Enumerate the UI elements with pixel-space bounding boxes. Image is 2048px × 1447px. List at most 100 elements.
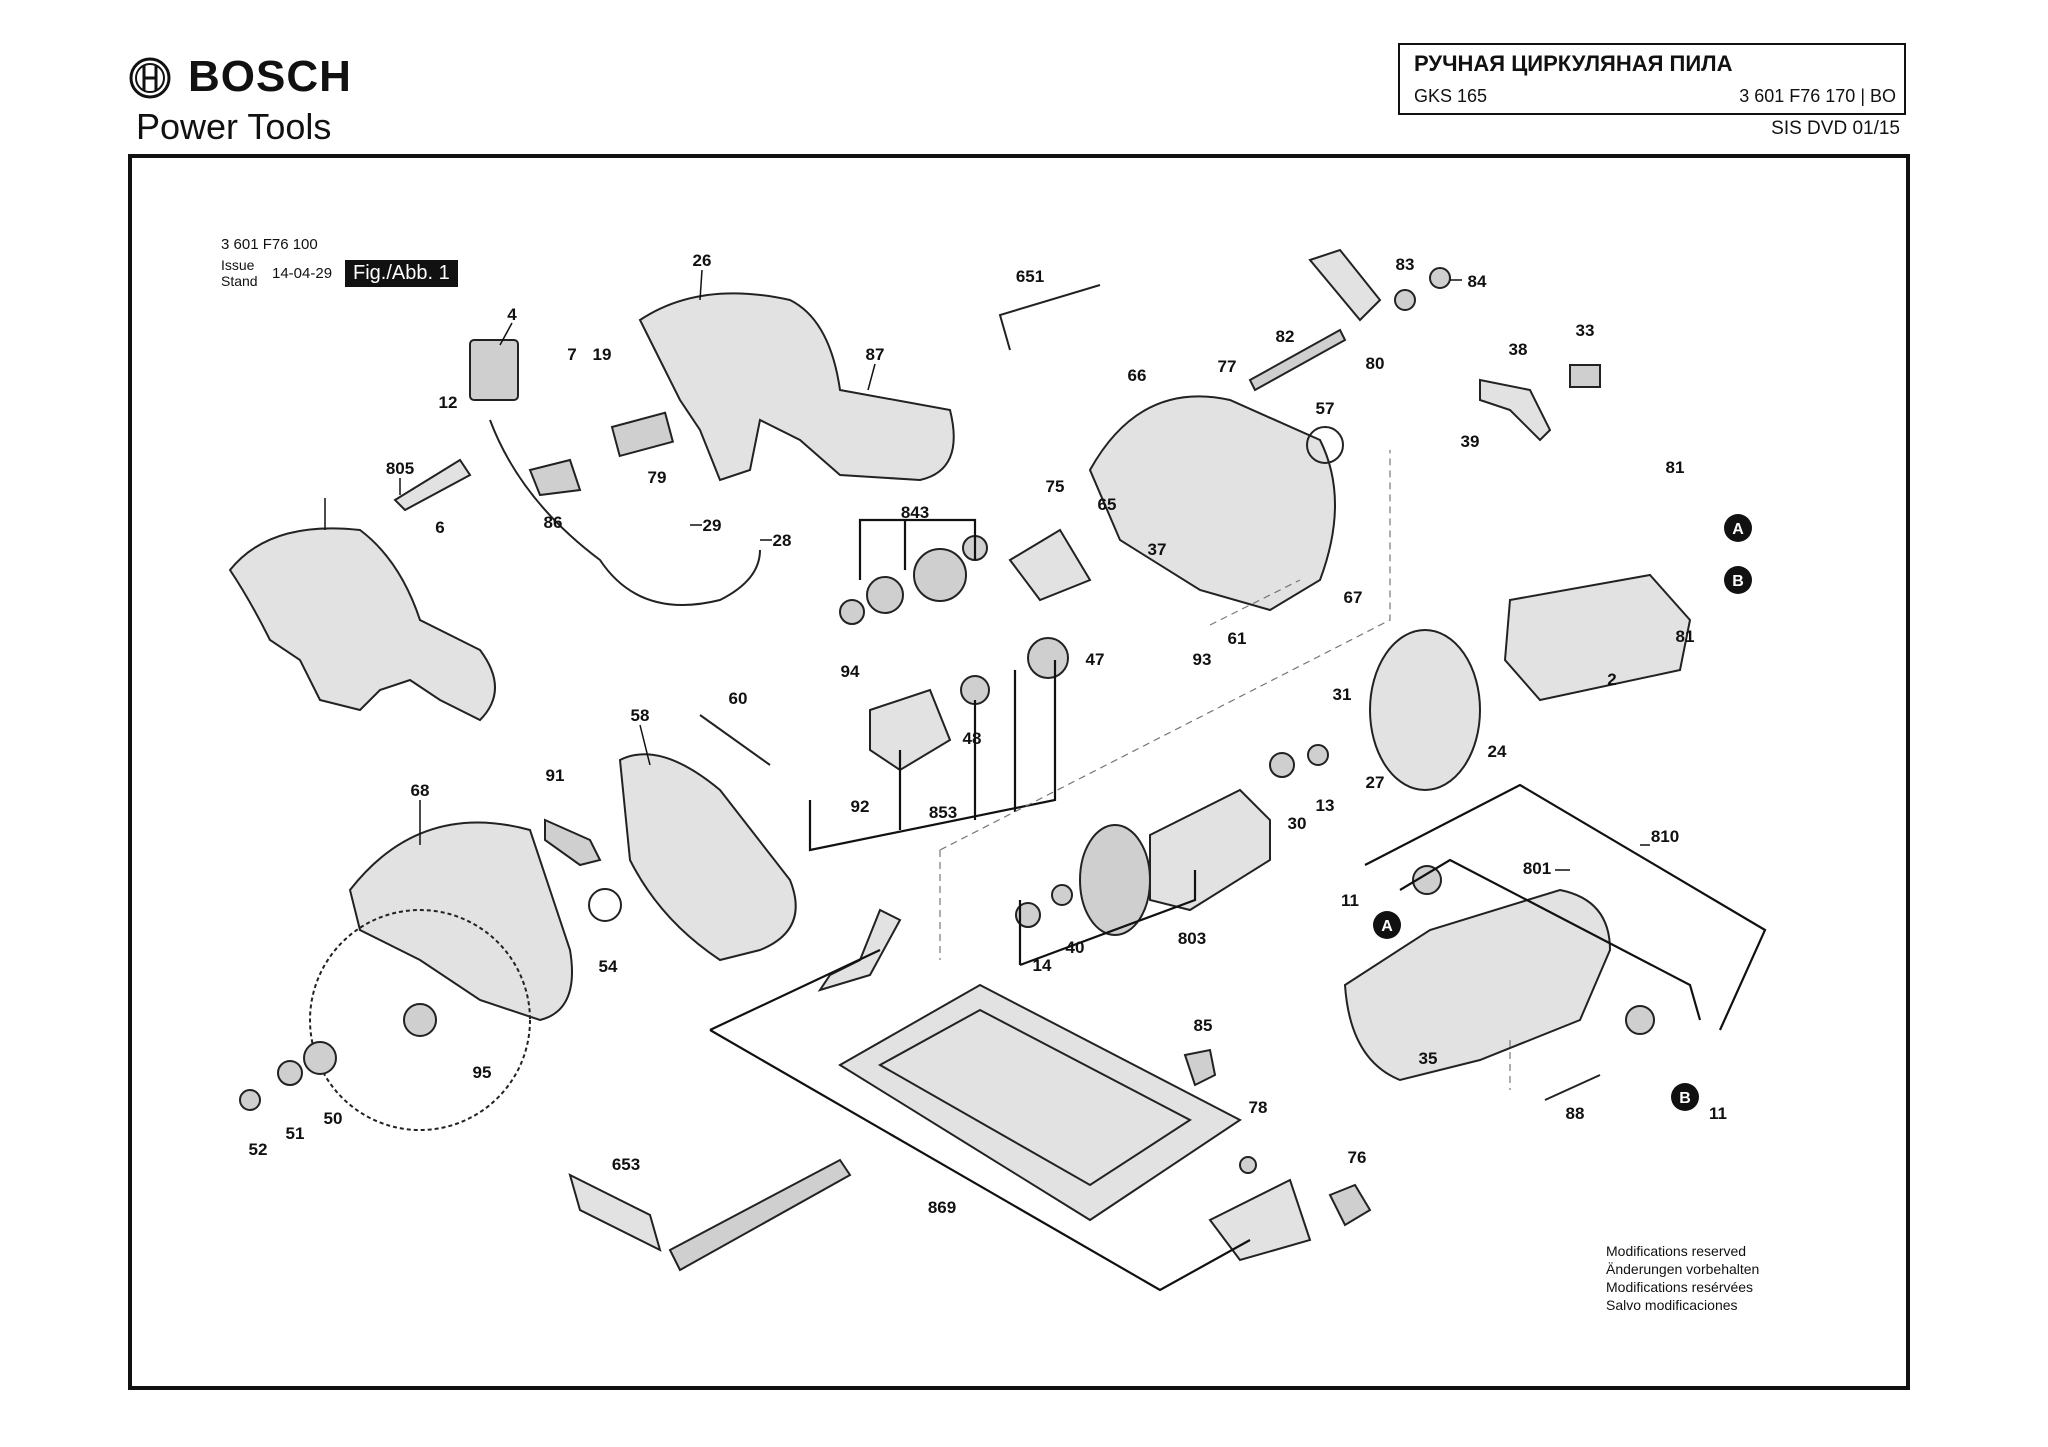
- note-line: Modifications reserved: [1606, 1243, 1747, 1259]
- part-label: 35: [1419, 1049, 1438, 1068]
- marker-a-bottom: [1373, 911, 1401, 939]
- part-label: 11: [1709, 1104, 1727, 1123]
- part-label: 651: [1016, 267, 1044, 286]
- screw-78-part: [1239, 1156, 1257, 1174]
- group-843-bracket: [858, 518, 977, 580]
- part-label: 48: [963, 729, 982, 748]
- part-label: 75: [1046, 477, 1065, 496]
- version-label: SIS DVD 01/15: [1771, 118, 1900, 139]
- motor-housing-part: [1343, 888, 1612, 1082]
- note-line: Salvo modificaciones: [1606, 1297, 1738, 1313]
- handle-top-part: [638, 292, 955, 482]
- bearing-30-part: [1269, 752, 1295, 778]
- part-label: 92: [851, 797, 870, 816]
- part-label: 24: [1488, 742, 1507, 761]
- part-label: 83: [1396, 255, 1415, 274]
- part-label: 805: [386, 459, 414, 478]
- part-label: 47: [1086, 650, 1105, 669]
- assembly-guide-dashed: [939, 450, 1391, 960]
- fan-baffle-part: [1369, 629, 1481, 791]
- part-label: 6: [435, 518, 444, 537]
- part-label: 86: [544, 513, 563, 532]
- leader-87: [867, 363, 876, 391]
- part-label: 68: [411, 781, 430, 800]
- marker-b-bottom: [1671, 1083, 1699, 1111]
- document-number: 3 601 F76 100: [221, 236, 318, 253]
- part-label: 51: [286, 1124, 305, 1143]
- marker-a-top: [1724, 514, 1752, 542]
- part-label: 7: [567, 345, 576, 364]
- issue-label: Issue: [221, 257, 255, 273]
- issue-stand-label: Issue Stand: [221, 257, 258, 289]
- gear-843a-part: [913, 548, 967, 602]
- button-33-part: [1569, 364, 1601, 388]
- part-label: 77: [1218, 357, 1237, 376]
- part-label: 66: [1128, 366, 1147, 385]
- base-plate-slot-part: [877, 1008, 1192, 1187]
- parallel-guide-part: [568, 1173, 662, 1252]
- part-label: 38: [1509, 340, 1528, 359]
- part-label: 85: [1194, 1016, 1213, 1035]
- leader-4: [499, 322, 513, 346]
- brush-holder-part: [1412, 865, 1442, 895]
- screw-88-part: [1544, 1074, 1601, 1101]
- part-label: 82: [1276, 327, 1295, 346]
- note-line: Modifications resérvées: [1606, 1279, 1754, 1295]
- clamp-part: [528, 458, 582, 497]
- foam-pad-part: [610, 411, 675, 458]
- part-label: 29: [703, 516, 722, 535]
- part-label: 11: [1341, 891, 1359, 910]
- washer-83-part: [1394, 289, 1416, 311]
- part-label: 14: [1033, 956, 1052, 975]
- brand-subtitle: Power Tools: [136, 106, 332, 147]
- bracket-76-part: [1208, 1178, 1312, 1262]
- part-label: 94: [841, 662, 860, 681]
- snap-ring-part: [588, 888, 622, 922]
- part-label: 50: [324, 1109, 343, 1128]
- part-label: 79: [648, 468, 667, 487]
- group-801-bracket: [1399, 858, 1702, 1021]
- part-label: 19: [593, 345, 612, 364]
- part-label: 61: [1228, 629, 1247, 648]
- bosch-logo-icon: [129, 57, 171, 99]
- field-coil-part: [1503, 573, 1692, 702]
- spindle-housing-part: [869, 688, 952, 772]
- part-label: 31: [1333, 685, 1352, 704]
- saw-blade-part: [309, 909, 531, 1131]
- part-label: 81: [1666, 458, 1685, 477]
- product-title: РУЧНАЯ ЦИРКУЛЯНАЯ ПИЛА: [1414, 51, 1733, 76]
- spring-part: [699, 714, 771, 766]
- part-label: 843: [901, 503, 929, 522]
- gear-47-part: [1027, 637, 1069, 679]
- guard-lever-part: [544, 818, 602, 867]
- modification-notes: Modifications reserved Änderungen vorbeh…: [1606, 1242, 1759, 1314]
- bearing-48-part: [960, 675, 990, 705]
- flange-50-part: [303, 1041, 337, 1075]
- part-label: 81: [1676, 627, 1695, 646]
- part-label: 93: [1193, 650, 1212, 669]
- gear-843c-part: [839, 599, 865, 625]
- part-label: 12: [439, 393, 458, 412]
- part-label: 57: [1316, 399, 1335, 418]
- marker-a-bottom-label: A: [1381, 918, 1393, 935]
- part-label: 78: [1249, 1098, 1268, 1117]
- part-label: 28: [773, 531, 792, 550]
- part-label: 67: [1344, 588, 1363, 607]
- bearing-14-part: [1015, 902, 1041, 928]
- part-label: 27: [1366, 773, 1385, 792]
- hex-key-part: [998, 284, 1101, 351]
- part-label: 54: [599, 957, 618, 976]
- part-label: 76: [1348, 1148, 1367, 1167]
- group-810-bracket: [1364, 783, 1767, 1031]
- part-label: 853: [929, 803, 957, 822]
- model-name: GKS 165: [1414, 86, 1488, 106]
- marker-b-top-label: B: [1732, 573, 1744, 590]
- marker-b-top: [1724, 566, 1752, 594]
- part-label: 80: [1366, 354, 1385, 373]
- part-label: 33: [1576, 321, 1595, 340]
- part-label: 88: [1566, 1104, 1585, 1123]
- bearing-13-part: [1307, 744, 1329, 766]
- part-label: 60: [729, 689, 748, 708]
- handle-left-part: [228, 527, 496, 722]
